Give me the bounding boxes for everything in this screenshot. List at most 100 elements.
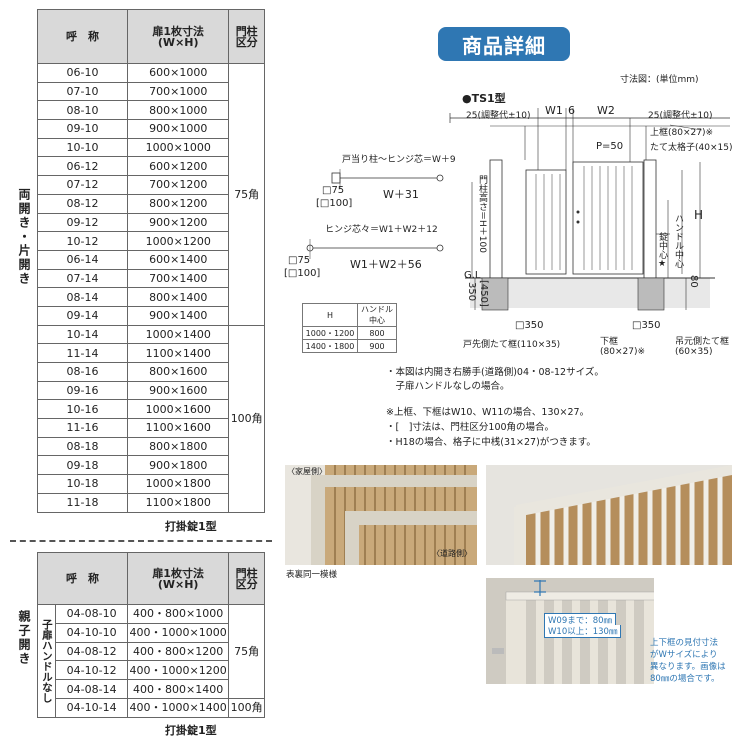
h-header: H — [302, 303, 358, 327]
gate-elevation-drawing — [449, 108, 730, 311]
row-size: 1100×1600 — [127, 418, 230, 438]
post-class-75: 75角 — [228, 63, 265, 326]
row-size: 1100×1800 — [127, 492, 230, 513]
dim2-value: W1＋W2＋56 — [350, 258, 422, 271]
row-code: 04-08-12 — [55, 641, 128, 662]
row-size: 1000×1400 — [127, 324, 230, 345]
dim2-square-100: [□100] — [284, 268, 321, 279]
row-code: 08-12 — [36, 193, 129, 214]
row-size: 800×1200 — [127, 193, 230, 214]
handle-center-label: ハンドル中心 — [673, 214, 683, 268]
handle-header: ハンドル中心 — [357, 303, 397, 327]
row-code: 09-18 — [36, 455, 129, 476]
header-post: 門柱区分 — [228, 9, 265, 64]
row-code: 04-10-14 — [55, 697, 128, 718]
post-class-100: 100角 — [228, 697, 265, 718]
dim1-value: W＋31 — [383, 188, 419, 201]
dim2-caption: ヒンジ芯々＝W1＋W2＋12 — [325, 225, 438, 235]
row-code: 10-12 — [36, 231, 129, 251]
row-code: 08-16 — [36, 362, 129, 382]
row-code: 09-10 — [36, 119, 129, 139]
vertical-lattice-label: たて太格子(40×15) — [650, 143, 733, 153]
row-code: 06-12 — [36, 156, 129, 177]
row-code: 09-12 — [36, 212, 129, 233]
note-5: ・H18の場合、格子に中桟(31×27)がつきます。 — [386, 437, 596, 448]
photo-both-sides — [285, 465, 477, 565]
hinge-post-label: 吊元側たて框(60×35) — [675, 337, 730, 357]
row-size: 700×1400 — [127, 268, 230, 289]
row-size: 800×1400 — [127, 287, 230, 307]
row-code: 07-14 — [36, 268, 129, 289]
row-size: 900×1200 — [127, 212, 230, 233]
row-size: 900×1400 — [127, 305, 230, 326]
dim1-square-100: [□100] — [316, 198, 353, 209]
row-code: 10-10 — [36, 137, 129, 158]
handle-row: 900 — [357, 339, 397, 353]
frame-note-3: 異なります。画像は — [650, 662, 726, 672]
row-code: 11-16 — [36, 418, 129, 438]
row-size: 600×1200 — [127, 156, 230, 177]
w09-callout: W09まで：80㎜ — [544, 613, 617, 626]
row-size: 700×1200 — [127, 175, 230, 195]
height-label: H — [694, 208, 704, 222]
header-name: 呼 称 — [37, 552, 128, 605]
table1-caption: 打掛錠1型 — [165, 520, 217, 533]
row-code: 11-14 — [36, 343, 129, 363]
adjust-right: 25(調整代±10) — [648, 111, 713, 121]
row-size: 600×1400 — [127, 249, 230, 270]
row-size: 1100×1400 — [127, 343, 230, 363]
row-size: 800×1600 — [127, 362, 230, 382]
dim1-drawing — [331, 169, 444, 189]
table2-caption: 打掛錠1型 — [165, 724, 217, 737]
row-size: 400・800×1200 — [126, 641, 230, 662]
model-label: ●TS1型 — [462, 92, 506, 105]
house-side-label: 〈家屋側〉 — [287, 467, 327, 476]
h-row: 1000・1200 — [302, 326, 358, 340]
header-post: 門柱区分 — [228, 552, 265, 605]
depth-80: 80 — [688, 275, 699, 288]
dim1-square: □75 — [322, 185, 345, 196]
row-size: 900×1600 — [127, 380, 230, 401]
handle-row: 800 — [357, 326, 397, 340]
foundation-right: □350 — [632, 320, 661, 331]
side-label-parent-child: 親子開き — [17, 610, 31, 666]
row-code: 10-18 — [36, 474, 129, 494]
row-size: 400・1000×1000 — [126, 622, 230, 643]
post-class-75: 75角 — [228, 604, 265, 699]
row-code: 08-18 — [36, 436, 129, 457]
depth-450: [450] — [478, 280, 489, 307]
gl-label: G.L — [464, 270, 481, 281]
header-size: 扉1枚寸法(W×H) — [127, 9, 230, 64]
right-post — [643, 159, 657, 279]
header-size: 扉1枚寸法(W×H) — [126, 552, 230, 605]
w10-callout: W10以上：130㎜ — [544, 625, 622, 638]
row-code: 06-10 — [36, 63, 129, 83]
row-size: 800×1000 — [127, 100, 230, 121]
row-size: 1000×1200 — [127, 231, 230, 251]
lock-center-label: 錠中心★ — [657, 232, 667, 269]
subgroup-label: 子扉ハンドルなし — [36, 604, 57, 718]
w2-label: W2 — [597, 104, 615, 117]
row-code: 04-08-14 — [55, 679, 128, 699]
row-size: 400・1000×1400 — [126, 697, 230, 718]
row-code: 09-14 — [36, 305, 129, 326]
photo-top-frame — [486, 465, 732, 565]
row-size: 400・1000×1200 — [126, 660, 230, 681]
pitch-label: P=50 — [596, 141, 624, 152]
